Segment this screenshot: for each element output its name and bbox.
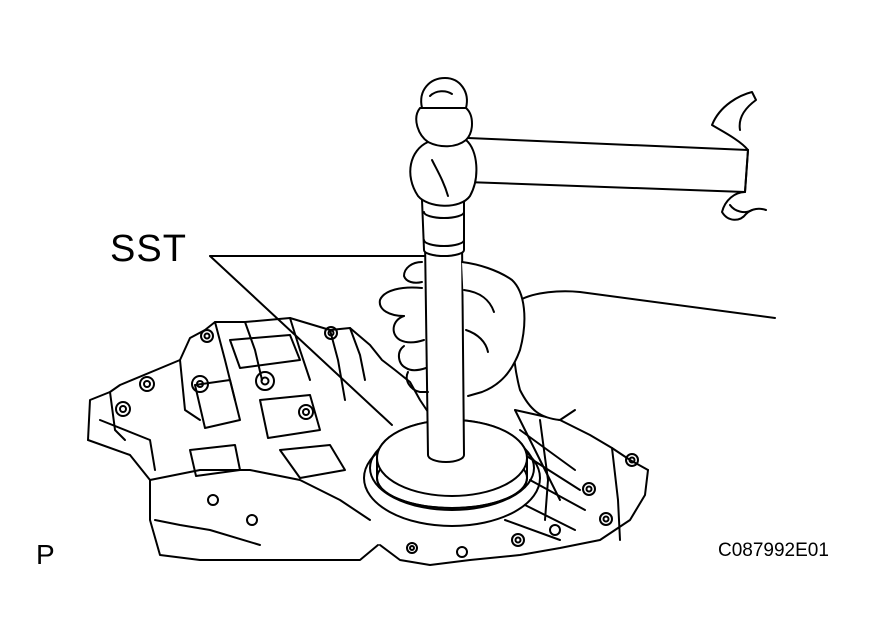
sst-installer-plate <box>376 419 528 509</box>
sst-label: SST <box>110 228 187 270</box>
sst-holding-hand <box>378 261 776 421</box>
hammer <box>409 77 749 207</box>
transmission-case <box>87 317 649 566</box>
hammer-hand <box>711 91 767 221</box>
view-marker-label: P <box>36 539 55 570</box>
figure-code-label: C087992E01 <box>718 540 829 561</box>
sst-handle <box>421 199 465 463</box>
sst-leader-lines <box>209 255 426 426</box>
